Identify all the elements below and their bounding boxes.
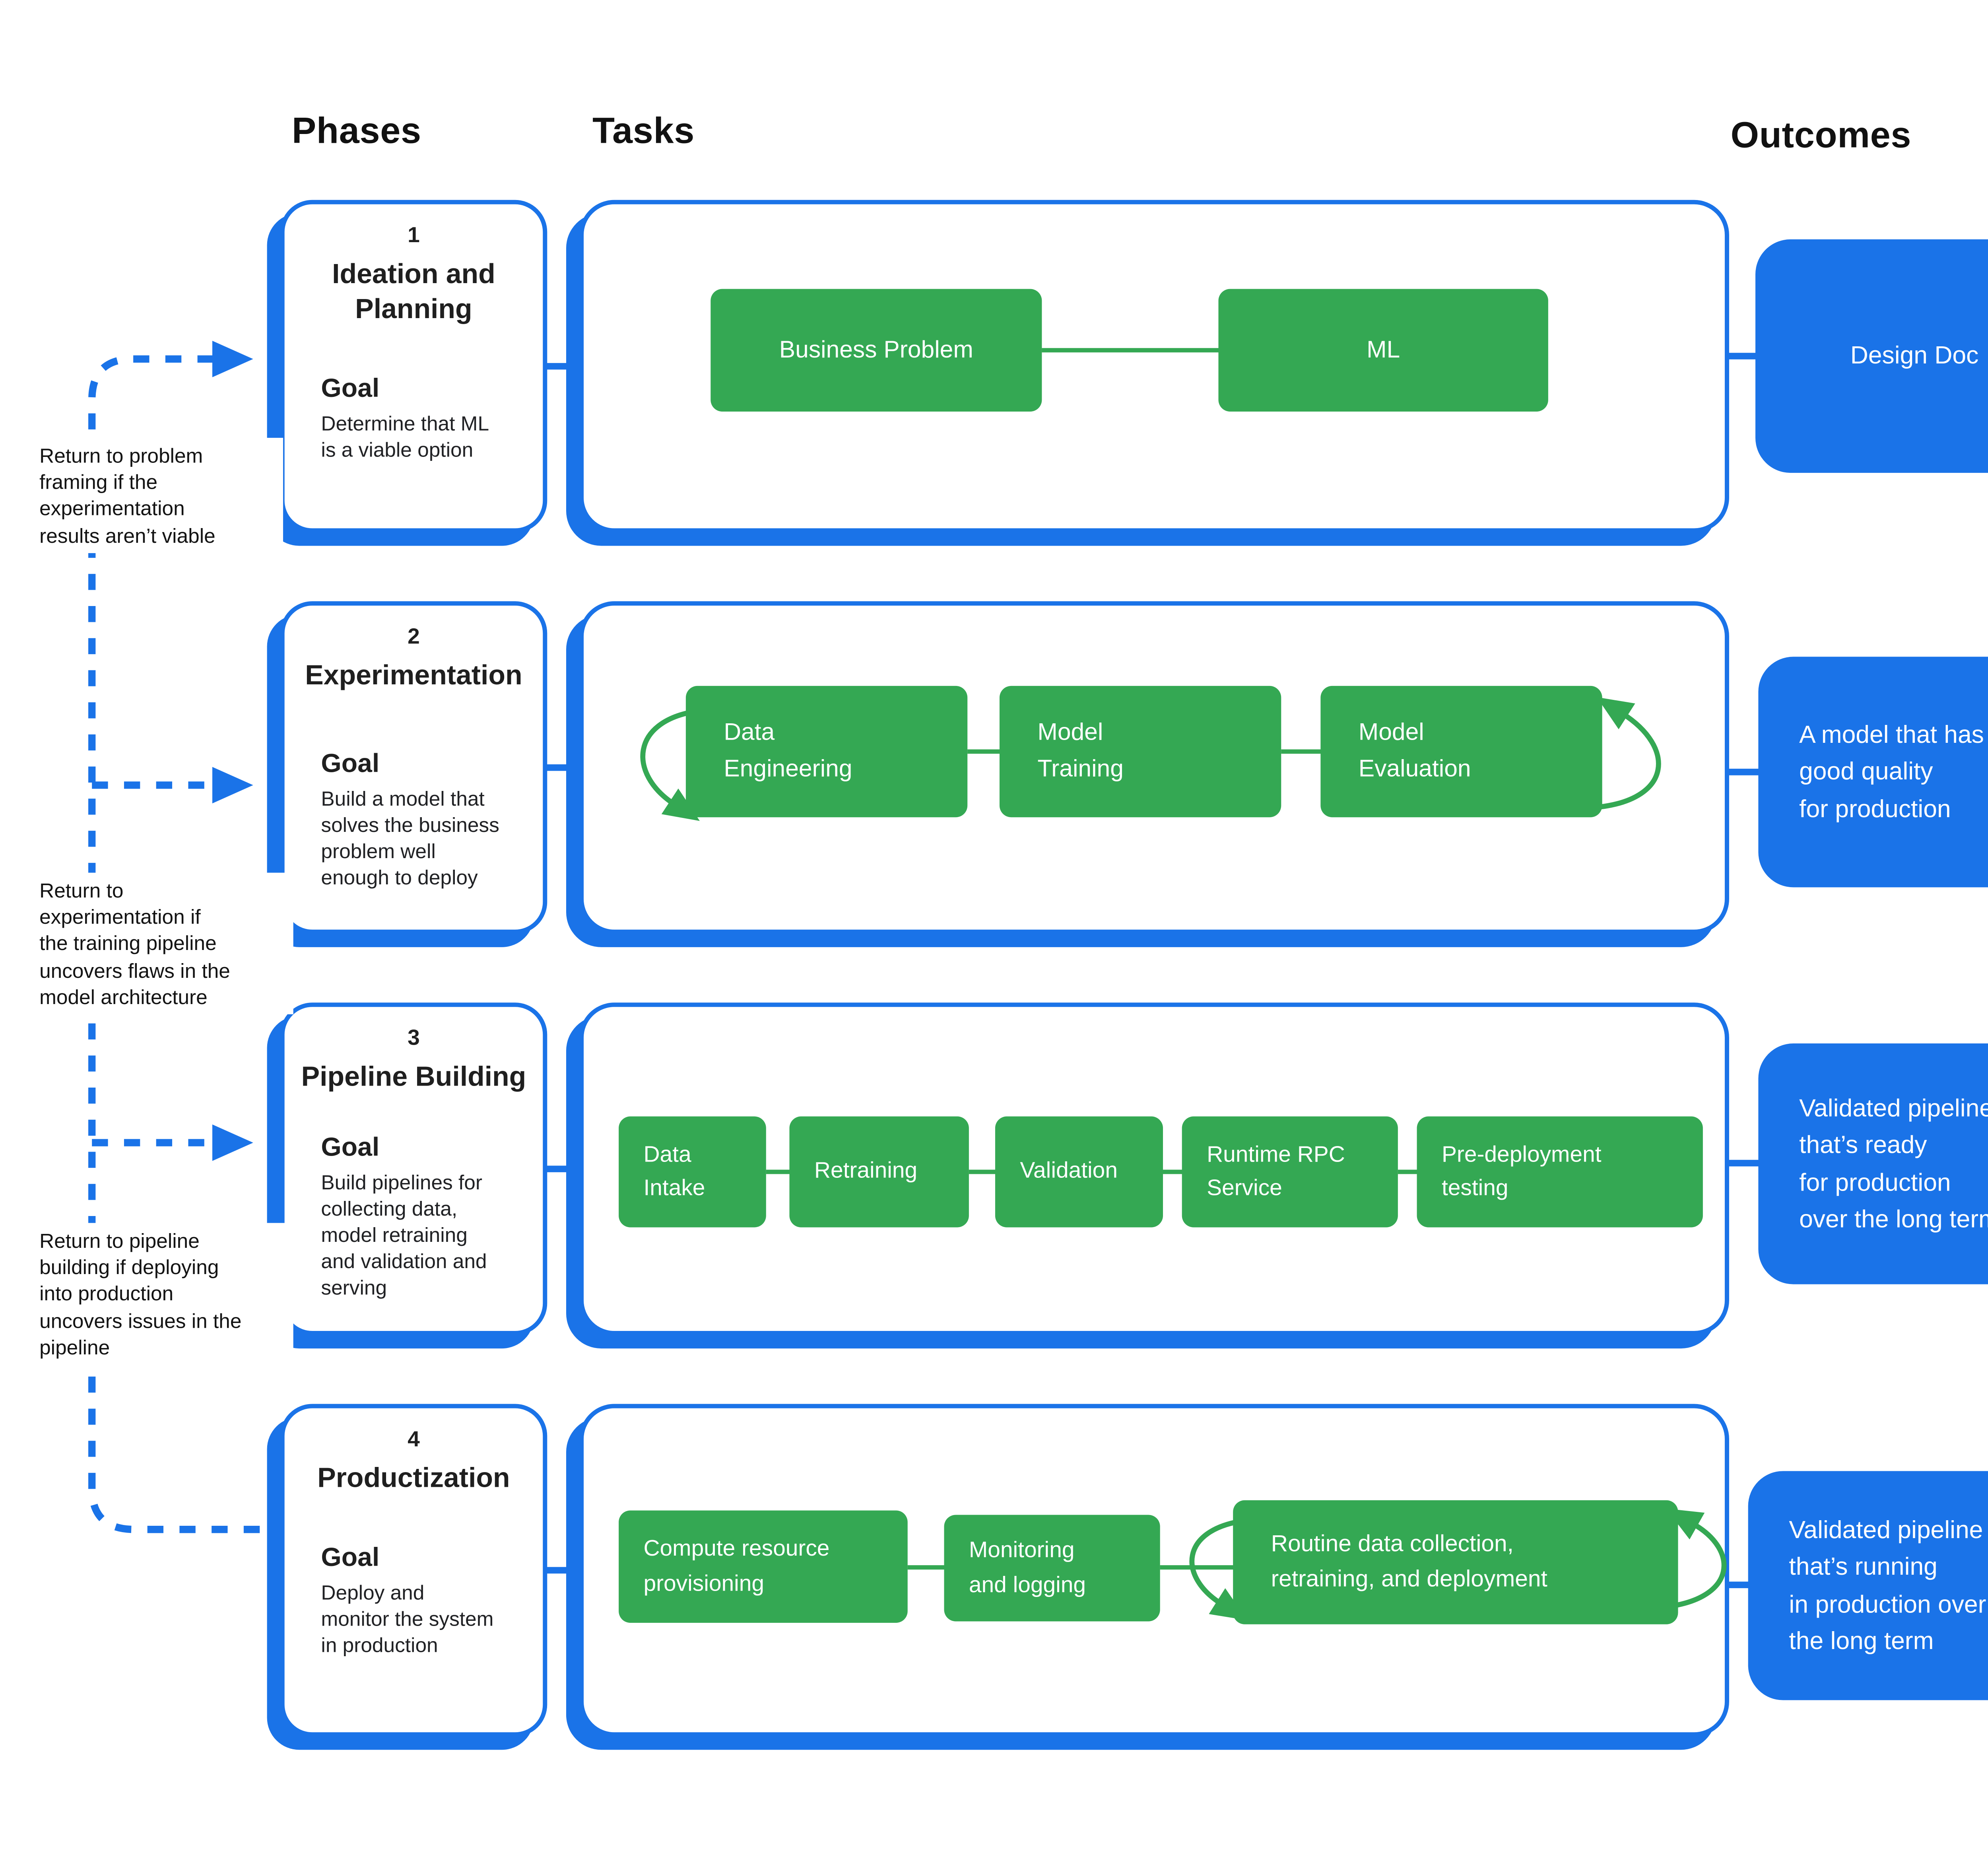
goal-text: Determine that ML is a viable option bbox=[321, 411, 489, 461]
task-box-validation: Validation bbox=[995, 1116, 1163, 1228]
goal-text: Build a model that solves the business p… bbox=[321, 787, 499, 888]
phase-title: Pipeline Building bbox=[301, 1062, 526, 1093]
task-box-data-engineering: Data Engineering bbox=[685, 686, 968, 818]
task-box-compute-resource-provisioning: Compute resource provisioning bbox=[619, 1510, 908, 1623]
phase-card-ideation-planning: 1 Ideation and Planning Goal Determine t… bbox=[280, 200, 547, 533]
annotation-return-to-experimentation: Return to experimentation if the trainin… bbox=[36, 872, 293, 1014]
task-box-ml: ML bbox=[1218, 289, 1548, 412]
task-box-retraining: Retraining bbox=[789, 1116, 969, 1228]
loop-arrow-icon-productization-left bbox=[1189, 1518, 1247, 1620]
tasks-column-header: Tasks bbox=[592, 111, 695, 152]
outcomes-column-header: Outcomes bbox=[1730, 115, 1912, 156]
goal-label: Goal bbox=[321, 1132, 380, 1162]
task-box-pre-deployment-testing: Pre-deployment testing bbox=[1417, 1116, 1703, 1228]
goal-text: Deploy and monitor the system in product… bbox=[321, 1580, 494, 1656]
task-box-model-training: Model Training bbox=[999, 686, 1281, 818]
phase-task-outcome-links bbox=[540, 353, 1760, 1588]
loop-arrow-icon-experimentation-right bbox=[1597, 697, 1661, 810]
phase-title: Experimentation bbox=[305, 661, 522, 692]
goal-text: Build pipelines for collecting data, mod… bbox=[321, 1170, 487, 1298]
loop-arrow-icon-experimentation-left bbox=[640, 708, 701, 821]
phase-number: 1 bbox=[408, 223, 420, 248]
task-link-lines bbox=[766, 348, 1419, 1570]
task-box-routine-data-collection: Routine data collection, retraining, and… bbox=[1233, 1500, 1678, 1624]
task-box-data-intake: Data Intake bbox=[619, 1116, 766, 1228]
annotation-return-to-pipeline-building: Return to pipeline building if deploying… bbox=[36, 1223, 293, 1365]
phase-number: 3 bbox=[408, 1026, 420, 1051]
task-box-monitoring-and-logging: Monitoring and logging bbox=[944, 1515, 1160, 1622]
phase-goal: Goal Deploy and monitor the system in pr… bbox=[321, 1542, 534, 1659]
outcome-validated-pipeline-ready: Validated pipeline that’s ready for prod… bbox=[1758, 1043, 1988, 1284]
phase-card-productization: 4 Productization Goal Deploy and monitor… bbox=[280, 1404, 547, 1737]
phase-number: 4 bbox=[408, 1427, 420, 1452]
goal-label: Goal bbox=[321, 1542, 380, 1572]
phase-title: Ideation and Planning bbox=[332, 260, 495, 326]
phase-card-experimentation: 2 Experimentation Goal Build a model tha… bbox=[280, 601, 547, 934]
phase-goal: Goal Determine that ML is a viable optio… bbox=[321, 374, 534, 464]
goal-label: Goal bbox=[321, 373, 380, 403]
phases-column-header: Phases bbox=[292, 111, 421, 152]
outcome-model-good-quality: A model that has good quality for produc… bbox=[1758, 657, 1988, 888]
phase-goal: Goal Build pipelines for collecting data… bbox=[321, 1133, 534, 1301]
task-box-business-problem: Business Problem bbox=[711, 289, 1042, 412]
annotation-return-to-problem-framing: Return to problem framing if the experim… bbox=[36, 438, 283, 553]
task-box-runtime-rpc-service: Runtime RPC Service bbox=[1182, 1116, 1398, 1228]
return-path-left bbox=[88, 340, 292, 1533]
phase-number: 2 bbox=[408, 624, 420, 650]
goal-label: Goal bbox=[321, 748, 380, 778]
task-box-model-evaluation: Model Evaluation bbox=[1320, 686, 1602, 818]
outcome-validated-pipeline-running: Validated pipeline that’s running in pro… bbox=[1748, 1471, 1988, 1700]
phase-card-pipeline-building: 3 Pipeline Building Goal Build pipelines… bbox=[280, 1002, 547, 1336]
phase-goal: Goal Build a model that solves the busin… bbox=[321, 749, 534, 891]
phase-title: Productization bbox=[317, 1464, 510, 1495]
outcome-design-doc: Design Doc bbox=[1755, 239, 1988, 473]
loop-arrow-icon-productization-right bbox=[1666, 1508, 1727, 1610]
